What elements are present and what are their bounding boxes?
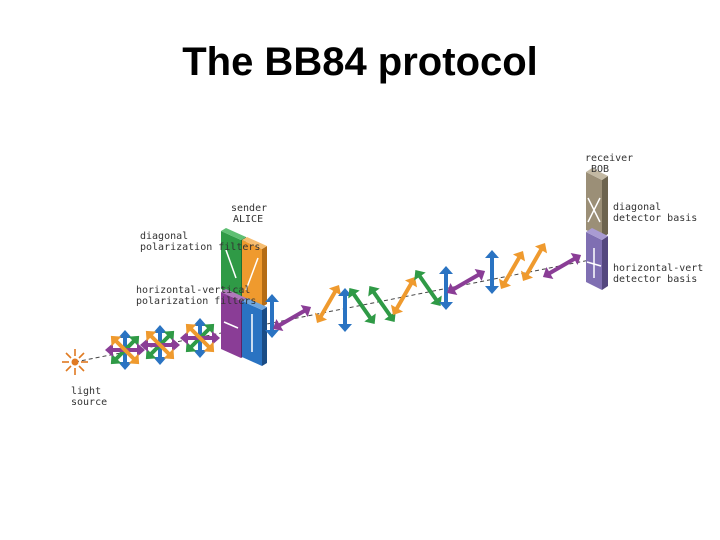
page-title: The BB84 protocol (182, 40, 538, 84)
receiver-label: receiver (585, 153, 634, 164)
photon-arrow (390, 276, 418, 316)
light-source-icon (62, 349, 88, 375)
photon-arrow (338, 288, 352, 332)
alice-hv-filters (221, 289, 267, 366)
photon-arrow (446, 268, 486, 296)
bob-diagonal-detector (586, 168, 608, 238)
photon-arrow (110, 335, 140, 365)
photon-arrow (368, 285, 396, 323)
photon-arrow (498, 250, 526, 290)
beam-path (74, 257, 601, 363)
diagonal-detector-label-2: detector basis (613, 213, 698, 224)
hv-filters-label: horizontal-vertical (136, 285, 251, 296)
sender-label: sender (231, 203, 268, 214)
photon-arrow (145, 330, 175, 360)
bob-label: BOB (591, 164, 610, 175)
bob-hv-detector (586, 228, 608, 290)
hv-detector-label: horizontal-vert (613, 263, 704, 274)
photon-arrow (272, 304, 312, 332)
photon-arrow (185, 323, 215, 353)
unpolarized-photons (105, 318, 220, 370)
alice-label: ALICE (233, 214, 264, 225)
diagonal-filters-label-2: polarization filters (140, 242, 261, 253)
photon-arrow (414, 269, 442, 307)
hv-detector-label-2: detector basis (613, 274, 698, 285)
diagonal-detector-label: diagonal (613, 202, 662, 213)
photon-arrow (265, 294, 279, 338)
alice-diagonal-filters (221, 228, 267, 307)
light-label: light (71, 386, 102, 397)
photon-arrow (520, 242, 548, 282)
photon-arrow (485, 250, 499, 294)
diagonal-filters-label: diagonal (140, 231, 189, 242)
photon-arrow (314, 284, 342, 324)
photon-arrow (439, 266, 453, 310)
source-label: source (71, 397, 108, 408)
hv-filters-label-2: polarization filters (136, 296, 257, 307)
photon-arrow (542, 252, 582, 280)
photon-arrow (348, 287, 376, 325)
polarized-photons (265, 242, 582, 338)
